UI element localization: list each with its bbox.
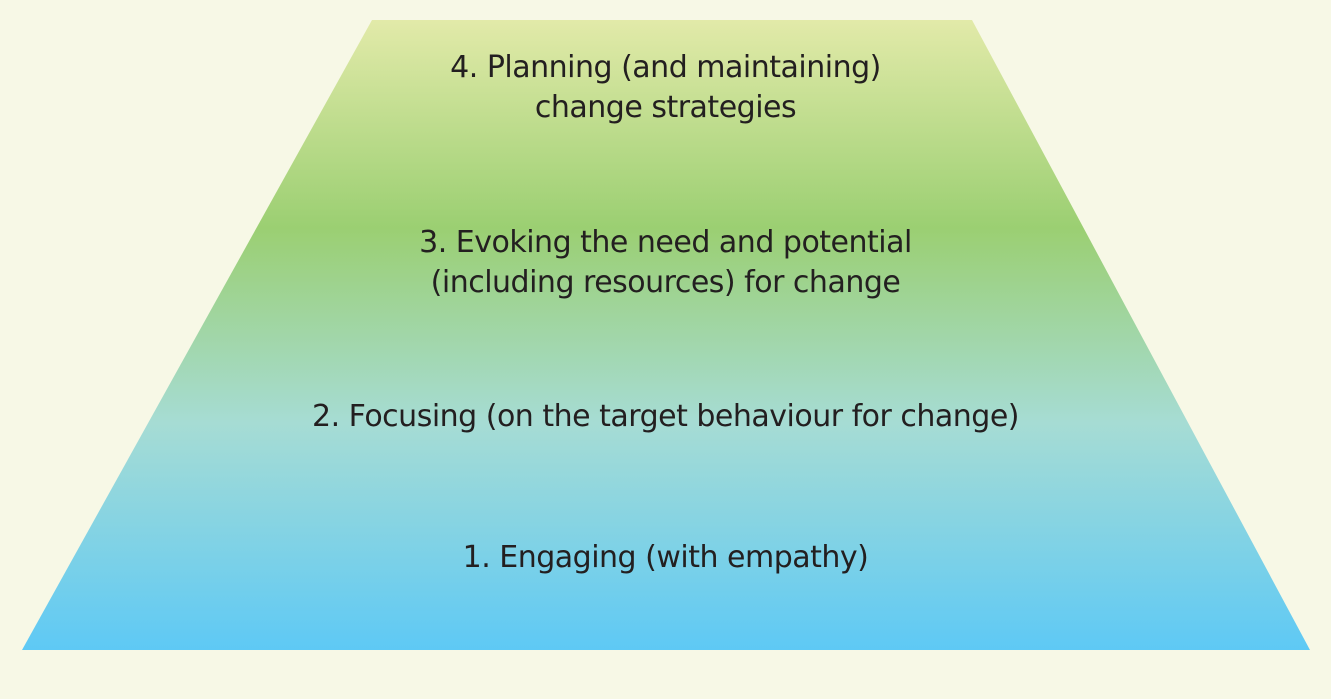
level-2-line1: 2. Focusing (on the target behaviour for… — [311, 399, 1020, 434]
level-1-label: 1. Engaging (with empathy) — [0, 538, 1331, 578]
level-2-label: 2. Focusing (on the target behaviour for… — [0, 397, 1331, 437]
level-3-line2: (including resources) for change — [430, 265, 901, 300]
trapezoid-shape — [22, 20, 1310, 650]
level-4-line1: 4. Planning (and maintaining) — [450, 50, 881, 85]
level-1-line1: 1. Engaging (with empathy) — [462, 540, 869, 575]
level-3-label: 3. Evoking the need and potential (inclu… — [0, 223, 1331, 303]
level-3-line1: 3. Evoking the need and potential — [419, 225, 912, 260]
level-4-line2: change strategies — [534, 90, 797, 125]
level-4-label: 4. Planning (and maintaining) change str… — [0, 48, 1331, 128]
